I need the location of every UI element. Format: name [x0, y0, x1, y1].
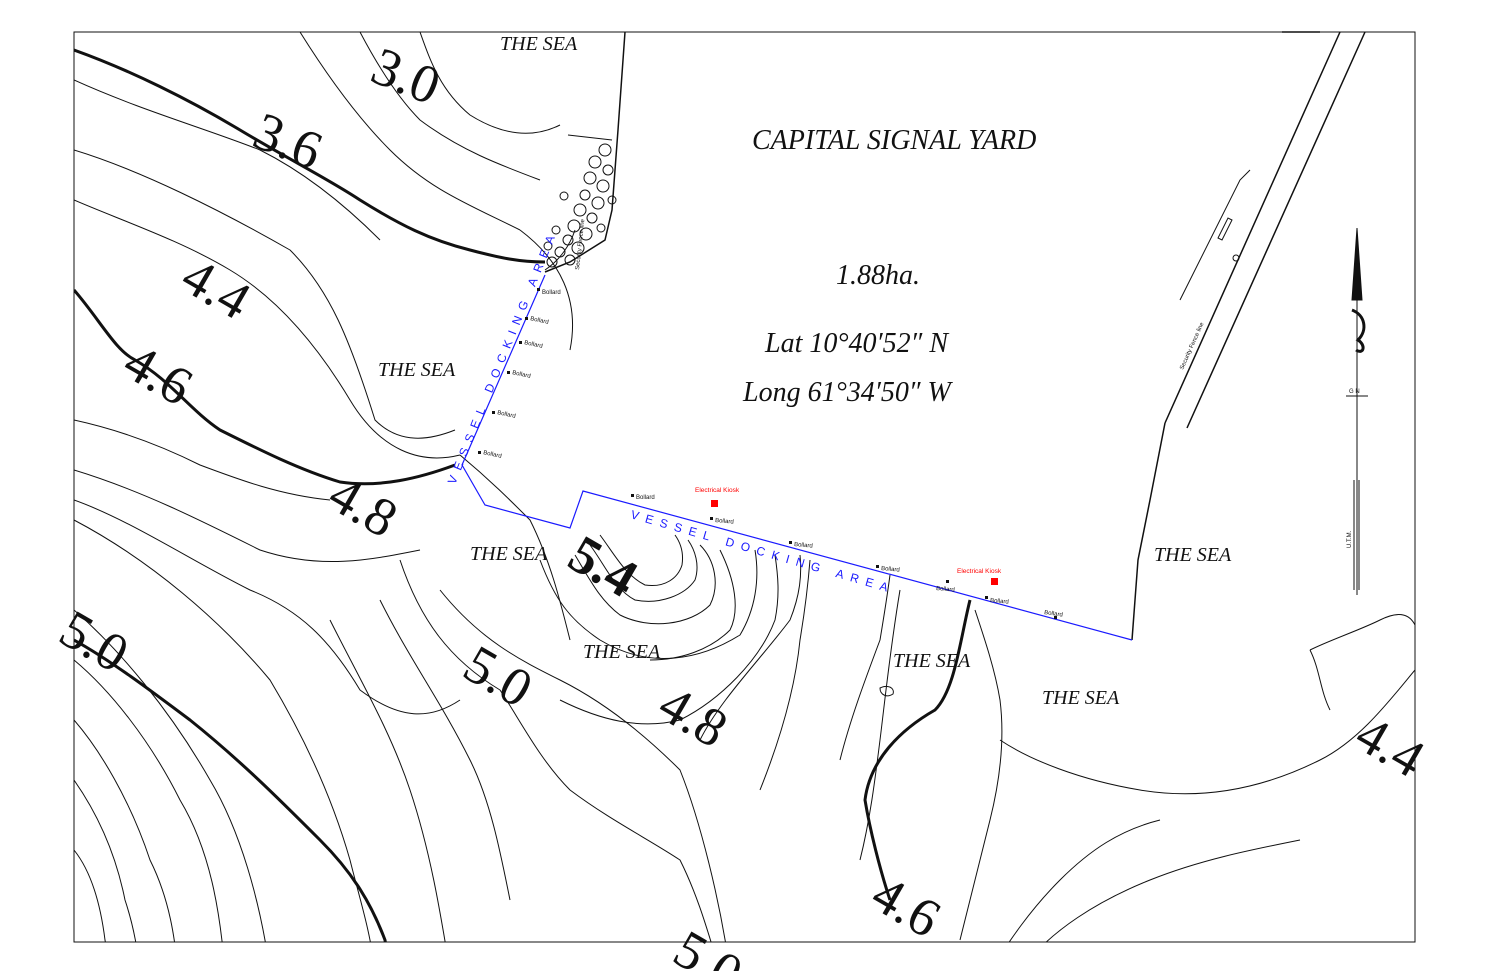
bollard-label: Bollard: [483, 450, 503, 460]
docking-label-south: VESSEL DOCKING AREA: [629, 507, 896, 596]
bold-contours: [74, 48, 972, 942]
docking-label-west: VESSEL DOCKING AREA: [445, 227, 561, 486]
bollard-markers: [478, 288, 1057, 619]
fence-label: Security Fence line: [1179, 321, 1206, 371]
yard-latitude: Lat 10°40′52″ N: [764, 328, 949, 359]
yard-area: 1.88ha.: [836, 260, 920, 291]
vessel-docking-boundary: [461, 274, 1133, 641]
contour-label: 3.0: [364, 35, 449, 116]
contour-label: 4.4: [1346, 703, 1434, 789]
sea-label: THE SEA: [893, 650, 971, 672]
yard-longitude: Long 61°34′50″ W: [742, 377, 954, 408]
kiosk-label: Electrical Kiosk: [957, 568, 1002, 575]
grid-north-label: G N: [1349, 389, 1360, 395]
bollard-label: Bollard: [794, 542, 813, 550]
bollard-label: Bollard: [990, 598, 1009, 606]
sea-label: THE SEA: [378, 359, 456, 381]
sea-labels: THE SEA THE SEA THE SEA THE SEA THE SEA …: [378, 33, 1232, 709]
bollard-labels: Bollard Bollard Bollard Bollard Bollard …: [483, 290, 1063, 619]
sea-label: THE SEA: [1042, 687, 1120, 709]
contour-label: 4.4: [172, 245, 260, 331]
yard-title: CAPITAL SIGNAL YARD: [752, 125, 1036, 156]
contour-value-labels: 3.0 3.6 4.4 4.6 4.8 5.4 5.0 4.8 4.6 5.0 …: [50, 35, 1434, 971]
bollard-label: Bollard: [530, 316, 550, 326]
north-arrow-labels: G N U.T.M.: [1347, 389, 1360, 548]
contour-lines: [74, 32, 1415, 942]
contour-label: 5.4: [559, 523, 647, 609]
rock-revetment: [543, 134, 617, 271]
contour-label: 4.6: [862, 863, 950, 949]
sea-label: THE SEA: [500, 33, 578, 55]
contour-label: 5.0: [664, 918, 752, 971]
security-fence-right: [1179, 169, 1251, 301]
bollard-label: Bollard: [542, 290, 561, 296]
kiosk-labels: Electrical Kiosk Electrical Kiosk: [695, 487, 1002, 575]
contour-label: 4.8: [319, 463, 407, 549]
bollard-label: Bollard: [715, 518, 734, 526]
yard-boundary: [544, 31, 1366, 641]
bollard-label: Bollard: [936, 586, 955, 594]
bollard-label: Bollard: [881, 566, 900, 574]
bollard-label: Bollard: [497, 410, 517, 420]
docking-area-labels: VESSEL DOCKING AREA VESSEL DOCKING AREA: [445, 227, 897, 597]
sea-label: THE SEA: [470, 543, 548, 565]
bollard-label: Bollard: [636, 495, 655, 501]
contour-label: 4.8: [649, 673, 737, 759]
sea-label: THE SEA: [1154, 544, 1232, 566]
bollard-label: Bollard: [512, 370, 532, 380]
bollard-label: Bollard: [1044, 610, 1063, 619]
kiosk-label: Electrical Kiosk: [695, 487, 740, 494]
electrical-kiosk-2: [991, 578, 998, 585]
fence-label: Security Fence line: [575, 218, 586, 270]
bollard-label: Bollard: [524, 340, 544, 350]
contour-label: 5.0: [454, 633, 542, 719]
utm-label: U.T.M.: [1347, 530, 1353, 548]
yard-info: CAPITAL SIGNAL YARD 1.88ha. Lat 10°40′52…: [742, 125, 1036, 408]
map-frame: [73, 31, 1416, 943]
electrical-kiosk-1: [711, 500, 718, 507]
contour-label: 3.6: [246, 100, 331, 181]
sea-label: THE SEA: [583, 641, 661, 663]
north-arrow: [1346, 227, 1368, 595]
